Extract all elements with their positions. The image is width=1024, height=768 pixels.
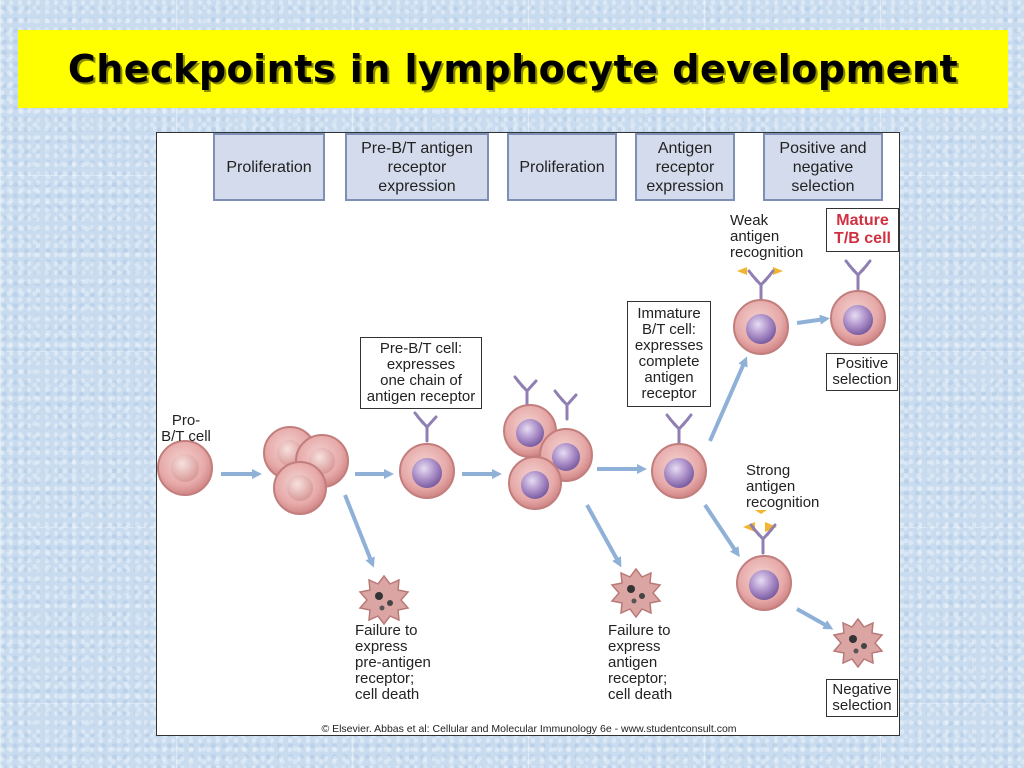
- slide-title: Checkpoints in lymphocyte development: [67, 47, 959, 91]
- lymphocyte-development-diagram: Proliferation Pre-B/T antigen receptor e…: [156, 132, 900, 736]
- stage-selection: Positive and negative selection: [763, 133, 883, 201]
- immature-bt-cell-label: Immature B/T cell: expresses complete an…: [627, 301, 711, 407]
- strong-recognition-cell: [736, 510, 792, 611]
- mature-cell-label: Mature T/B cell: [826, 208, 899, 252]
- pro-bt-cell: [157, 440, 213, 496]
- failure-antigen-receptor-label: Failure to express antigen receptor; cel…: [608, 622, 673, 703]
- pre-bt-cell: [399, 411, 455, 499]
- pro-bt-cell-label: Pro- B/T cell: [161, 412, 211, 445]
- failure-pre-receptor-label: Failure to express pre-antigen receptor;…: [355, 622, 431, 703]
- pre-bt-cell-label: Pre-B/T cell: expresses one chain of ant…: [360, 337, 482, 409]
- dead-cell-receptor-failure: [611, 568, 661, 618]
- stage-proliferation-1: Proliferation: [213, 133, 325, 201]
- immature-bt-cell: [651, 413, 707, 499]
- mature-cell: [830, 259, 886, 346]
- weak-recognition-label: Weak antigen recognition: [730, 212, 804, 261]
- flow-arrows: [221, 314, 834, 630]
- diagram-graphics: [157, 259, 886, 668]
- negative-selection-label: Negative selection: [826, 679, 898, 717]
- dead-cell-pre-receptor-failure: [359, 575, 409, 625]
- stage-pre-receptor-expression: Pre-B/T antigen receptor expression: [345, 133, 489, 201]
- stage-proliferation-2: Proliferation: [507, 133, 617, 201]
- dead-cell-negative-selection: [833, 618, 883, 668]
- positive-selection-label: Positive selection: [826, 353, 898, 391]
- stage-antigen-receptor-expression: Antigen receptor expression: [635, 133, 735, 201]
- strong-recognition-label: Strong antigen recognition: [746, 462, 820, 511]
- weak-recognition-cell: [733, 267, 789, 355]
- title-banner: Checkpoints in lymphocyte development: [18, 30, 1008, 108]
- source-credit: © Elsevier. Abbas et al: Cellular and Mo…: [321, 723, 737, 735]
- proliferating-cells: [263, 426, 349, 515]
- proliferating-pre-bt-cells: [503, 375, 593, 510]
